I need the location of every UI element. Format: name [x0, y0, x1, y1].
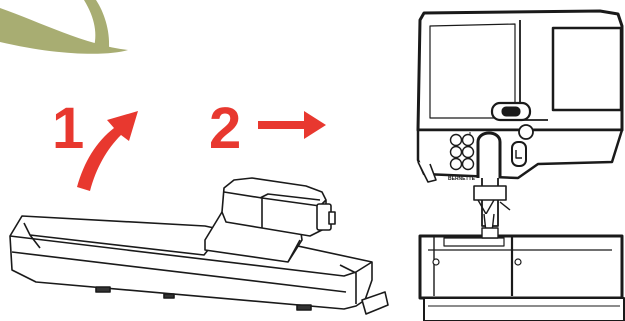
straight-arrow-right-icon: [258, 111, 326, 139]
embroidery-module: [10, 178, 388, 314]
curved-arrow-up-right-icon: [77, 111, 138, 191]
machine-brand-label: BERNETTE: [448, 176, 476, 182]
step-1-number: 1: [52, 96, 84, 161]
sewing-machine: [418, 11, 624, 321]
step-2-number: 2: [209, 96, 241, 161]
leaf-decoration-icon: [0, 0, 128, 54]
